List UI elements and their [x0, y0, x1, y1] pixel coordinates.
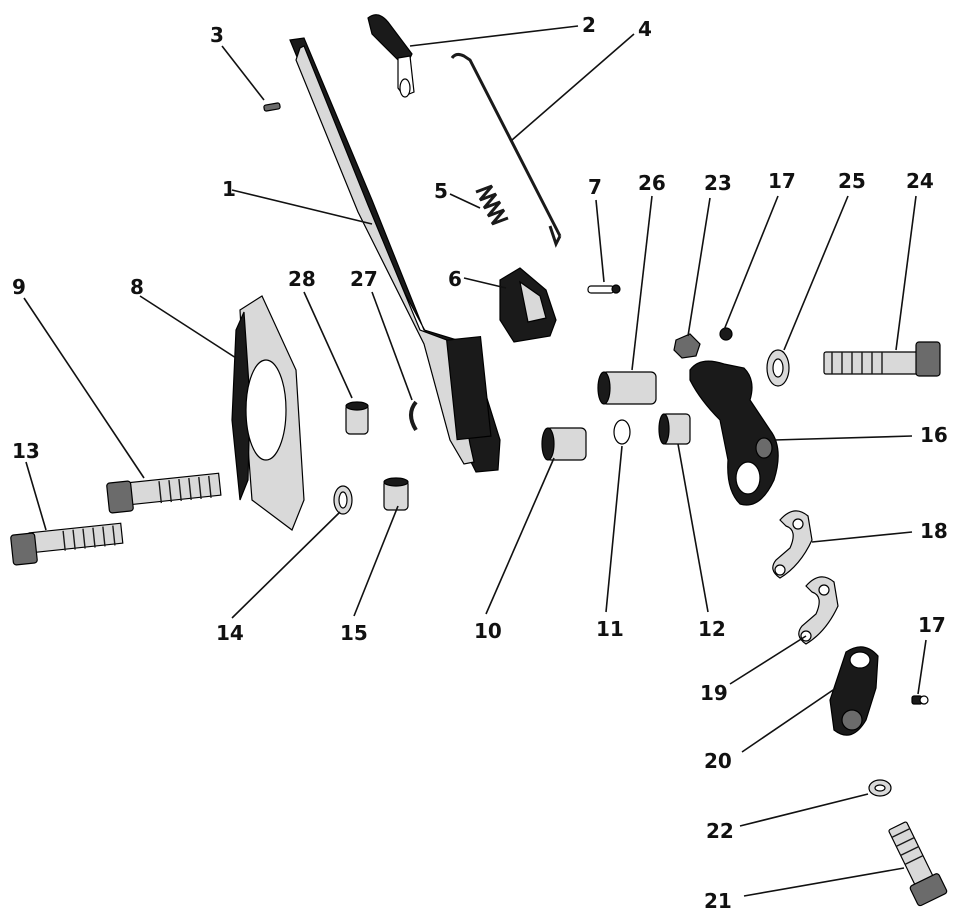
- part-10-bushing: [541, 427, 587, 461]
- leader-21: [743, 867, 905, 897]
- leader-20: [741, 687, 837, 753]
- leader-19: [729, 635, 807, 685]
- part-22-washer: [868, 779, 892, 797]
- part-24-bolt: [823, 341, 941, 377]
- part-5-spring: [475, 184, 509, 226]
- part-17-fitting-lower: [911, 695, 929, 705]
- leader-10: [485, 457, 555, 615]
- leader-3: [221, 45, 265, 101]
- callout-17-lower: 17: [918, 613, 946, 637]
- callout-7: 7: [588, 175, 602, 199]
- callout-1: 1: [222, 177, 236, 201]
- leader-17a: [723, 195, 779, 331]
- part-23-nut: [673, 333, 701, 359]
- leader-27: [371, 291, 413, 401]
- callout-19: 19: [700, 681, 728, 705]
- leader-6: [463, 277, 507, 289]
- callout-26: 26: [638, 171, 666, 195]
- part-17-fitting-top: [719, 327, 733, 341]
- part-13-bolt: [10, 522, 124, 566]
- leader-28: [303, 291, 353, 399]
- callout-20: 20: [704, 749, 732, 773]
- leader-13: [25, 461, 47, 531]
- part-28-bushing: [345, 401, 369, 435]
- part-20-link: [829, 646, 879, 736]
- part-2-clevis: [367, 14, 415, 98]
- part-27-clip: [409, 400, 418, 432]
- callout-13: 13: [12, 439, 40, 463]
- callout-24: 24: [906, 169, 934, 193]
- leader-11: [605, 445, 623, 613]
- callout-6: 6: [448, 267, 462, 291]
- part-4-rod: [450, 52, 562, 248]
- leader-26: [631, 195, 653, 371]
- leader-18: [811, 531, 913, 543]
- callout-16: 16: [920, 423, 948, 447]
- leader-25: [783, 195, 849, 351]
- part-1-lever-arm: [289, 37, 501, 473]
- part-16-arm-casting: [689, 360, 779, 506]
- callout-labels: 1 2 3 4 5 6 7 8 9 10 11 12 13 14 15 16 1…: [12, 13, 948, 913]
- callout-3: 3: [210, 23, 224, 47]
- leader-lines: [23, 25, 927, 897]
- part-26-bushing: [597, 371, 657, 405]
- callout-11: 11: [596, 617, 624, 641]
- callout-2: 2: [582, 13, 596, 37]
- leader-1: [231, 189, 373, 225]
- leader-8: [139, 295, 237, 359]
- callout-10: 10: [474, 619, 502, 643]
- callout-23: 23: [704, 171, 732, 195]
- leader-12: [677, 443, 709, 613]
- callout-14: 14: [216, 621, 244, 645]
- callout-5: 5: [434, 179, 448, 203]
- callout-27: 27: [350, 267, 378, 291]
- part-25-washer: [766, 349, 790, 387]
- part-18-clip: [772, 510, 813, 579]
- callout-21: 21: [704, 889, 732, 913]
- callout-28: 28: [288, 267, 316, 291]
- part-21-bolt: [888, 821, 948, 907]
- callout-9: 9: [12, 275, 26, 299]
- leader-2: [409, 25, 579, 47]
- callout-8: 8: [130, 275, 144, 299]
- part-7-pin: [587, 284, 621, 294]
- leader-15: [353, 505, 399, 617]
- callout-15: 15: [340, 621, 368, 645]
- callout-25: 25: [838, 169, 866, 193]
- part-19-clip: [798, 576, 839, 645]
- leader-9: [23, 297, 145, 479]
- leader-5: [449, 193, 481, 209]
- callout-4: 4: [638, 17, 652, 41]
- leader-22: [739, 793, 869, 827]
- part-15-bushing: [383, 477, 409, 511]
- leader-14: [231, 511, 341, 619]
- part-8-flange-plate: [231, 295, 305, 531]
- callout-22: 22: [706, 819, 734, 843]
- part-12-bushing: [658, 413, 691, 445]
- part-14-washer: [333, 485, 353, 515]
- callout-17-top: 17: [768, 169, 796, 193]
- callout-18: 18: [920, 519, 948, 543]
- part-9-bolt: [106, 472, 222, 514]
- part-6-latch-block: [499, 267, 557, 343]
- leader-16: [773, 435, 913, 441]
- leader-4: [511, 33, 635, 141]
- leader-7: [595, 199, 605, 283]
- leader-24: [895, 195, 917, 351]
- callout-12: 12: [698, 617, 726, 641]
- leader-17b: [917, 639, 927, 695]
- leader-23: [687, 197, 711, 337]
- part-3-pin: [263, 102, 281, 112]
- part-11-washer: [613, 419, 631, 445]
